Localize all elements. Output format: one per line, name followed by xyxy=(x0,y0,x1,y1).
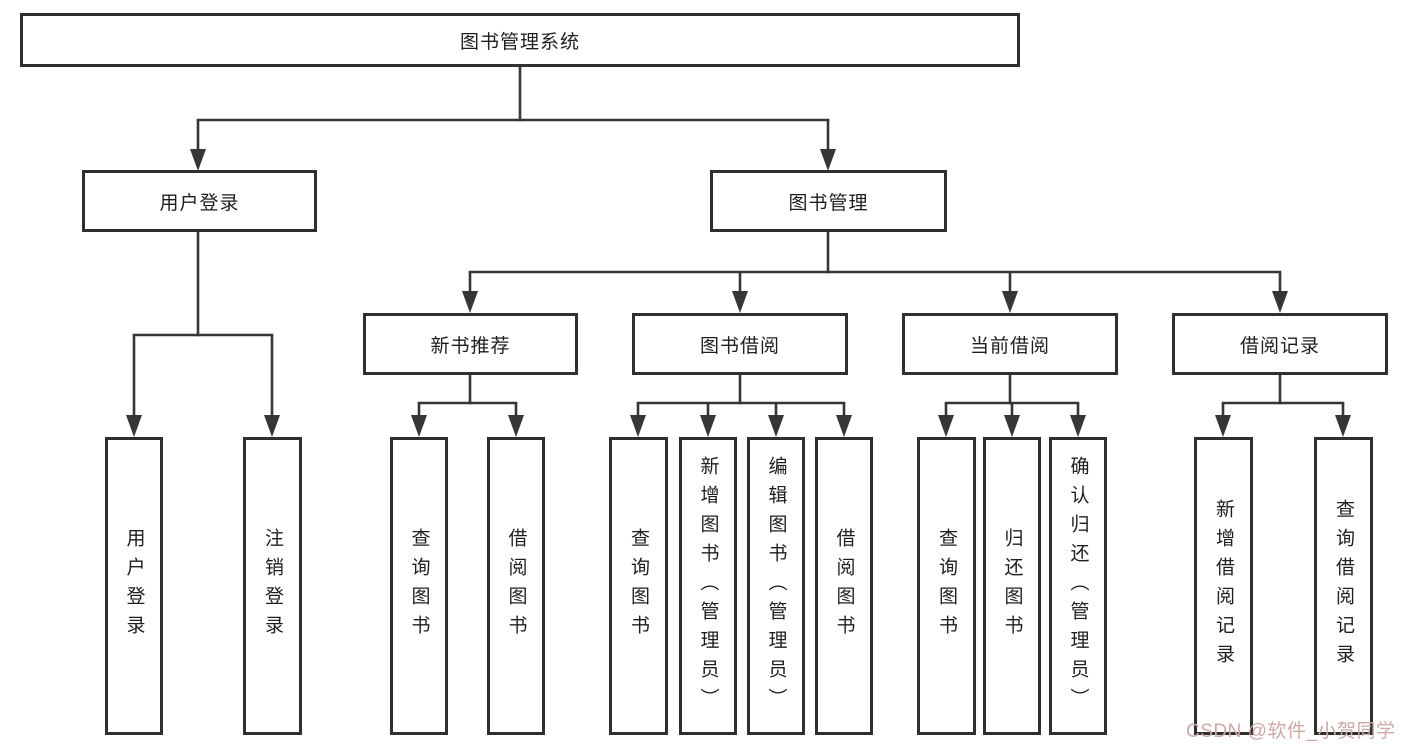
arrowhead-icon xyxy=(126,415,142,437)
node-book-management: 图书管理 xyxy=(710,170,947,232)
arrowhead-icon xyxy=(411,415,427,437)
arrowhead-icon xyxy=(700,415,716,437)
node-leaf-borrowing-query-books-label: 查询图书 xyxy=(628,528,649,644)
arrowhead-icon xyxy=(732,291,748,313)
node-current-borrowing-label: 当前借阅 xyxy=(969,335,1050,357)
node-book-management-label: 图书管理 xyxy=(788,192,869,214)
node-leaf-records-query-record-label: 查询借阅记录 xyxy=(1333,499,1354,673)
node-current-borrowing: 当前借阅 xyxy=(902,313,1118,375)
connector-bookmgmt-to-level3 xyxy=(462,232,1288,313)
node-leaf-recommend-borrow-books: 借阅图书 xyxy=(487,437,545,735)
node-leaf-recommend-query-books: 查询图书 xyxy=(390,437,448,735)
node-leaf-logout: 注销登录 xyxy=(243,437,302,735)
arrowhead-icon xyxy=(508,415,524,437)
node-leaf-borrowing-query-books: 查询图书 xyxy=(609,437,668,735)
node-root-label: 图书管理系统 xyxy=(459,31,580,53)
arrowhead-icon xyxy=(190,149,206,171)
node-leaf-current-confirm-return-admin: 确认归还（管理员） xyxy=(1049,437,1107,735)
arrowhead-icon xyxy=(1004,415,1020,437)
node-root: 图书管理系统 xyxy=(20,13,1020,67)
arrowhead-icon xyxy=(1335,415,1351,437)
watermark: CSDN @软件_小贺同学 xyxy=(1186,721,1396,742)
node-new-book-recommend: 新书推荐 xyxy=(363,313,578,375)
node-leaf-records-add-record: 新增借阅记录 xyxy=(1194,437,1253,735)
node-user-login-label: 用户登录 xyxy=(159,192,240,214)
node-leaf-records-add-record-label: 新增借阅记录 xyxy=(1213,499,1234,673)
arrowhead-icon xyxy=(462,291,478,313)
connector-records-to-leaves xyxy=(1215,375,1351,437)
connector-recommend-to-leaves xyxy=(411,375,524,437)
node-leaf-user-login: 用户登录 xyxy=(105,437,163,735)
connector-userlogin-to-leaves xyxy=(126,232,280,437)
node-leaf-current-return-books-label: 归还图书 xyxy=(1001,528,1023,644)
node-leaf-borrowing-add-books-admin: 新增图书（管理员） xyxy=(679,437,737,735)
node-leaf-records-query-record: 查询借阅记录 xyxy=(1314,437,1373,735)
arrowhead-icon xyxy=(836,415,852,437)
node-leaf-recommend-borrow-books-label: 借阅图书 xyxy=(505,528,527,644)
arrowhead-icon xyxy=(630,415,646,437)
connector-borrowing-to-leaves xyxy=(630,375,852,437)
arrowhead-icon xyxy=(1002,291,1018,313)
node-leaf-logout-label: 注销登录 xyxy=(262,528,283,644)
node-leaf-current-query-books-label: 查询图书 xyxy=(936,528,957,644)
node-user-login: 用户登录 xyxy=(82,170,317,232)
arrowhead-icon xyxy=(1070,415,1086,437)
node-book-borrowing-label: 图书借阅 xyxy=(699,335,780,357)
arrowhead-icon xyxy=(264,415,280,437)
node-leaf-current-return-books: 归还图书 xyxy=(983,437,1041,735)
arrowhead-icon xyxy=(938,415,954,437)
node-leaf-recommend-query-books-label: 查询图书 xyxy=(408,528,430,644)
arrowhead-icon xyxy=(768,415,784,437)
node-leaf-borrowing-add-books-admin-label: 新增图书（管理员） xyxy=(697,455,719,717)
node-book-borrowing: 图书借阅 xyxy=(632,313,848,375)
node-leaf-user-login-label: 用户登录 xyxy=(123,528,145,644)
node-leaf-current-confirm-return-admin-label: 确认归还（管理员） xyxy=(1067,455,1089,717)
arrowhead-icon xyxy=(1272,291,1288,313)
node-new-book-recommend-label: 新书推荐 xyxy=(430,335,511,357)
arrowhead-icon xyxy=(820,149,836,171)
connector-root-to-level2 xyxy=(190,67,836,171)
node-leaf-borrowing-edit-books-admin: 编辑图书（管理员） xyxy=(747,437,805,735)
arrowhead-icon xyxy=(1215,415,1231,437)
connector-current-to-leaves xyxy=(938,375,1086,437)
node-borrowing-records-label: 借阅记录 xyxy=(1239,335,1320,357)
node-leaf-borrowing-borrow-books-label: 借阅图书 xyxy=(833,528,855,644)
node-leaf-borrowing-edit-books-admin-label: 编辑图书（管理员） xyxy=(765,455,787,717)
node-leaf-borrowing-borrow-books: 借阅图书 xyxy=(815,437,873,735)
node-leaf-current-query-books: 查询图书 xyxy=(917,437,976,735)
node-borrowing-records: 借阅记录 xyxy=(1172,313,1388,375)
